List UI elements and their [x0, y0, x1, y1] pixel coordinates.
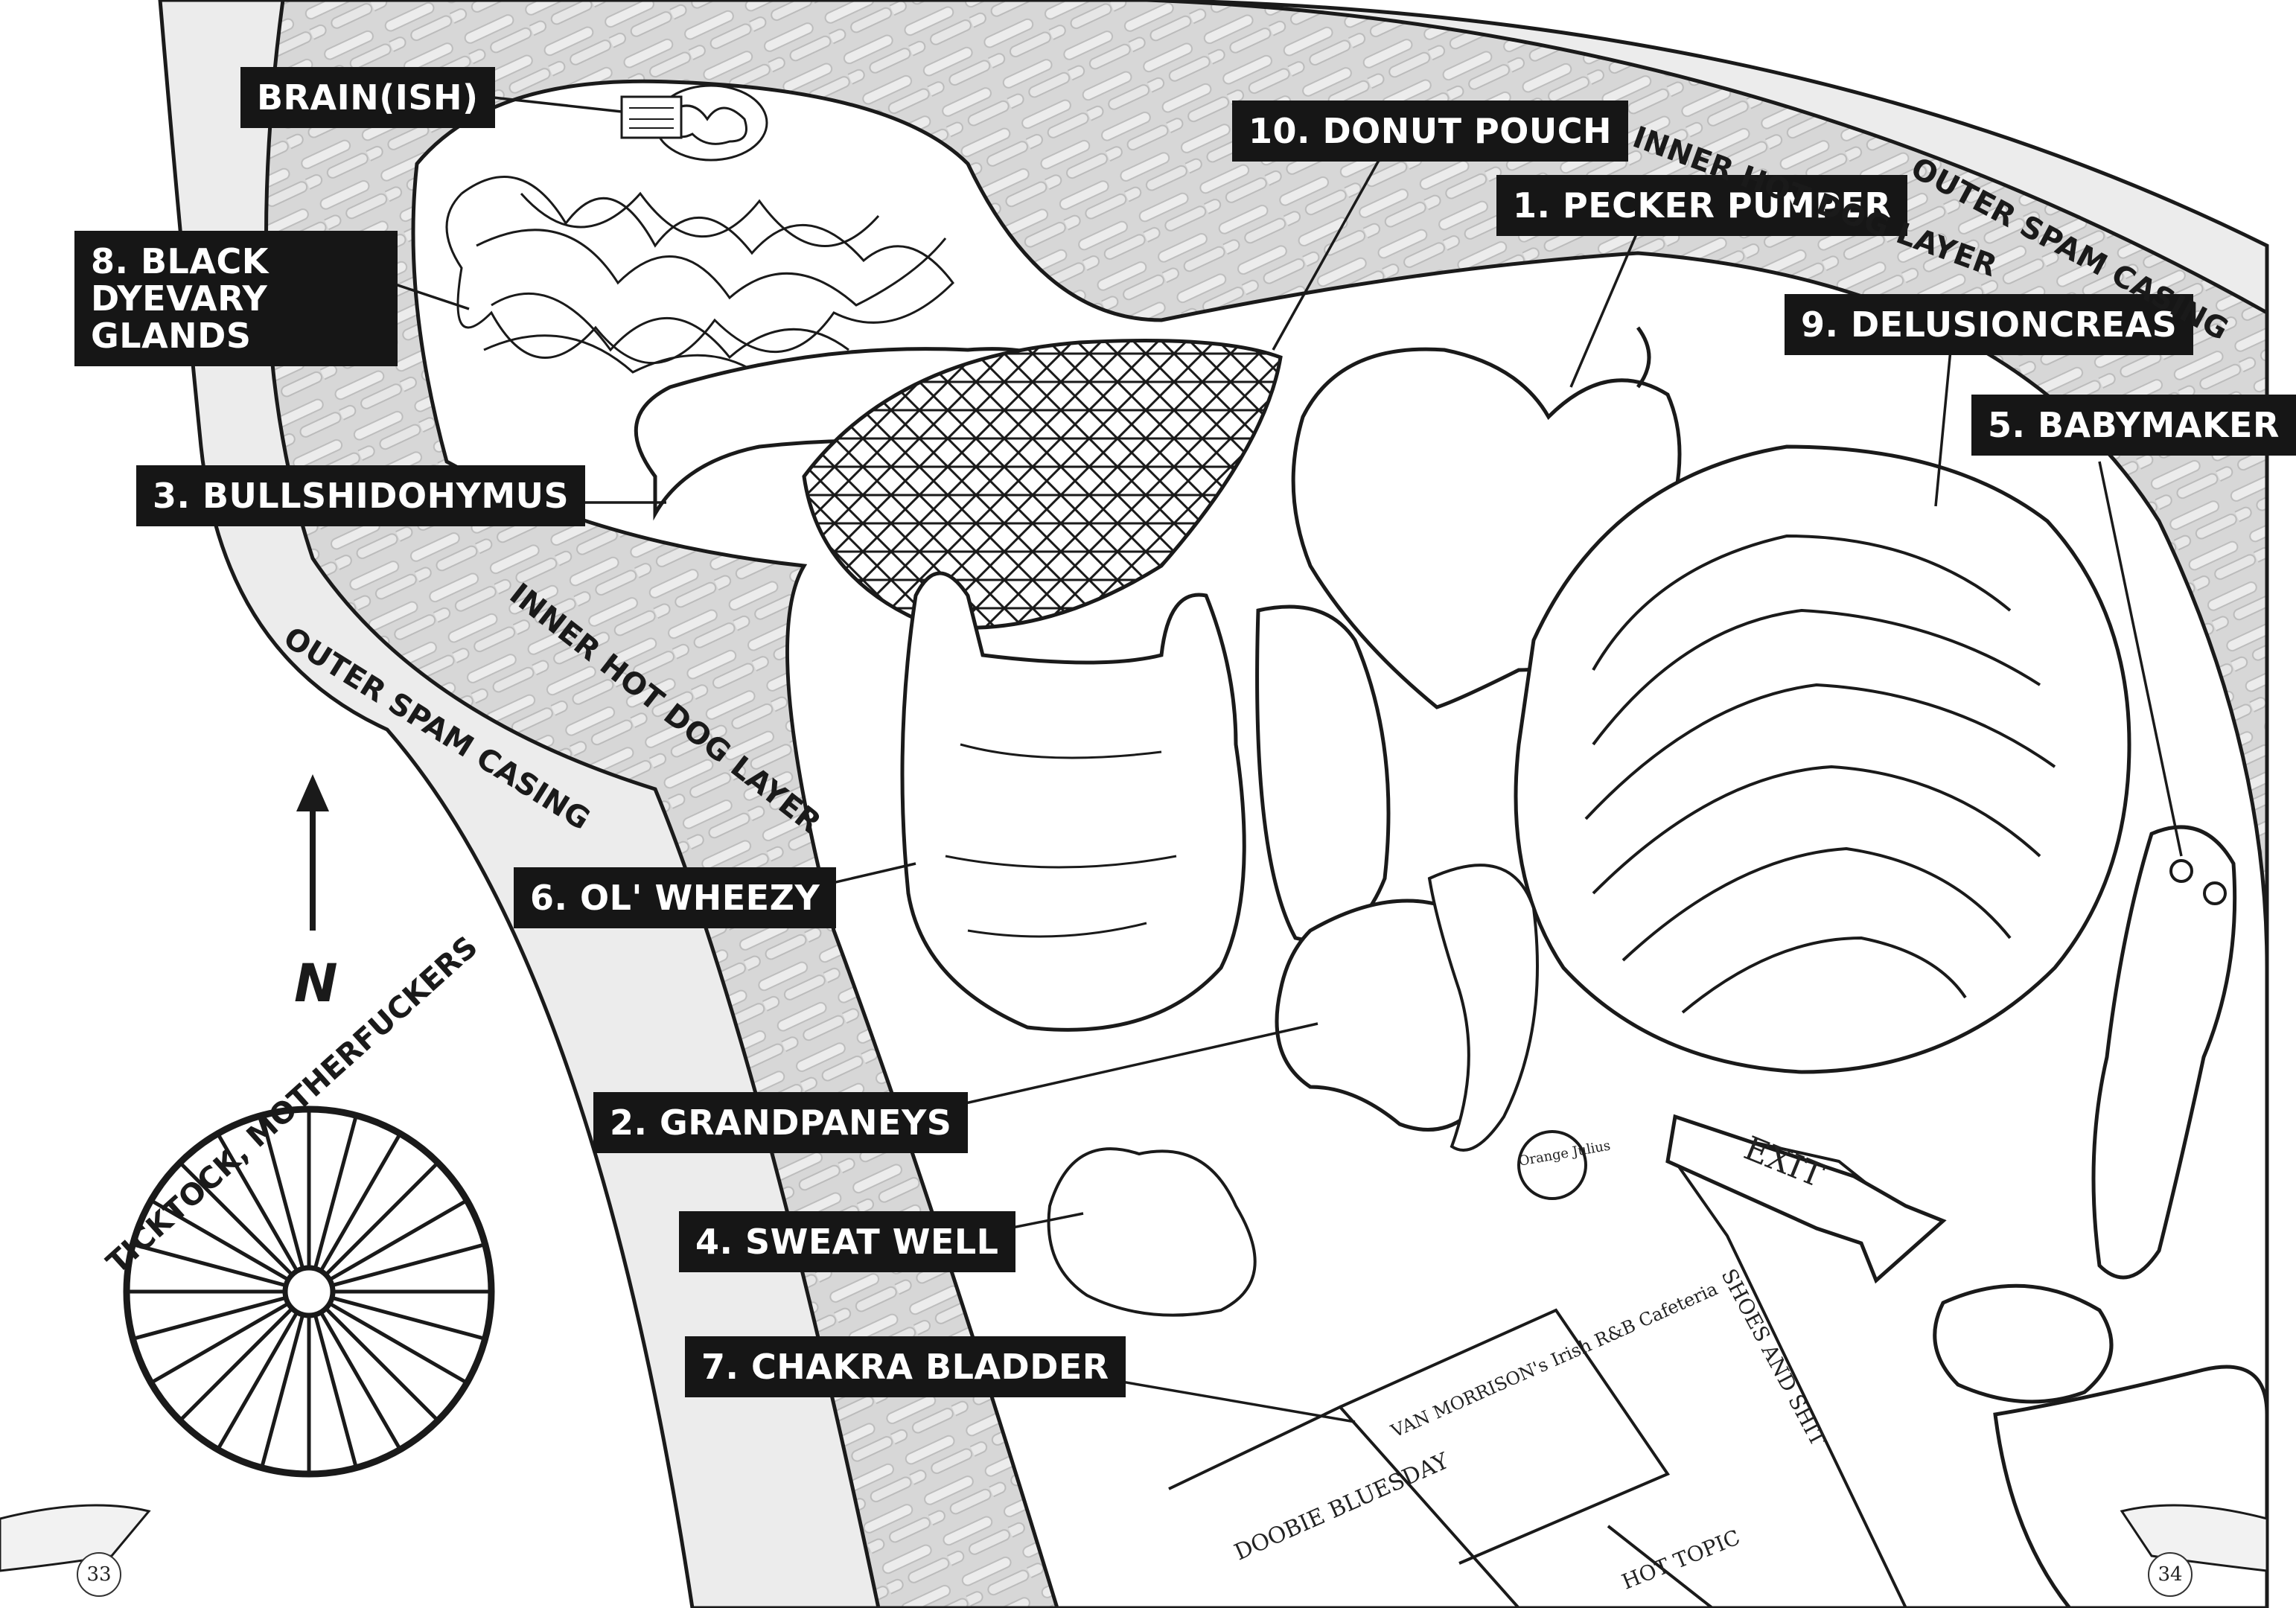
- clock-spoke: [319, 1311, 402, 1451]
- babymaker-eye: [2169, 859, 2193, 883]
- compass-arrow-icon: [296, 774, 329, 931]
- clock-spoke: [132, 1242, 287, 1288]
- clock-spoke: [216, 1132, 299, 1272]
- clock-spoke: [331, 1242, 486, 1288]
- clock-spoke: [331, 1295, 486, 1341]
- babymaker-organ: [2091, 825, 2237, 1280]
- sweat-well-organ: [1047, 1147, 1257, 1317]
- page-number-left: 33: [77, 1552, 121, 1597]
- clock-spoke: [313, 1314, 358, 1469]
- clock-spoke: [260, 1314, 305, 1469]
- label-delusioncreas: 9. DELUSIONCREAS: [1785, 294, 2194, 355]
- clock-spoke: [313, 1114, 358, 1269]
- clock-spoke: [324, 1161, 440, 1277]
- brain-organ: [620, 84, 768, 162]
- label-donut-pouch: 10. DONUT POUCH: [1232, 100, 1628, 162]
- grandpaneys-organ-rear: [1427, 864, 1539, 1152]
- exit-arrow: [1665, 1114, 1947, 1284]
- label-black-dyevary-glands: 8. BLACK DYEVARY GLANDS: [74, 231, 398, 366]
- label-grandpaneys: 2. GRANDPANEYS: [593, 1092, 969, 1153]
- clock-spoke: [319, 1132, 402, 1272]
- page-ornament-left: [0, 1504, 151, 1572]
- clock-spoke: [150, 1199, 290, 1282]
- clock-hub: [282, 1265, 336, 1318]
- clock-spoke: [178, 1161, 294, 1277]
- clock-spoke: [132, 1295, 287, 1341]
- clock-spoke: [324, 1306, 440, 1423]
- delusioncreas-organ: [1514, 444, 2131, 1074]
- clock-spoke: [150, 1301, 290, 1385]
- ol-wheezy-organ: [900, 571, 1246, 1032]
- label-brain: BRAIN(ISH): [240, 67, 495, 128]
- label-bullshidohymus: 3. BULLSHIDOHYMUS: [136, 465, 586, 526]
- clock-spoke: [260, 1114, 305, 1269]
- exit-mouth: [1933, 1283, 2114, 1404]
- label-pecker-pumper: 1. PECKER PUMPER: [1496, 175, 1908, 236]
- label-babymaker: 5. BABYMAKER: [1971, 395, 2296, 456]
- label-ol-wheezy: 6. OL' WHEEZY: [514, 867, 837, 928]
- pecker-pumper-valve: [1636, 326, 1651, 389]
- clock-spoke: [328, 1301, 468, 1385]
- label-chakra-bladder: 7. CHAKRA BLADDER: [685, 1336, 1126, 1397]
- compass-letter: N: [294, 953, 338, 1014]
- page-ornament-right: [2120, 1504, 2268, 1572]
- rear-lung-organ: [1255, 604, 1391, 942]
- clock-spoke: [178, 1306, 294, 1423]
- donut-pouch-organ: [802, 339, 1283, 630]
- clock-wheel-icon: [123, 1106, 495, 1478]
- page-number-right: 34: [2148, 1552, 2193, 1597]
- ol-wheezy-creases: [945, 743, 1177, 938]
- clock-spoke: [216, 1311, 299, 1451]
- black-dyevary-glands: [445, 176, 954, 381]
- clock-spoke: [328, 1199, 468, 1282]
- label-sweat-well: 4. SWEAT WELL: [679, 1211, 1015, 1272]
- babymaker-eye: [2203, 881, 2227, 905]
